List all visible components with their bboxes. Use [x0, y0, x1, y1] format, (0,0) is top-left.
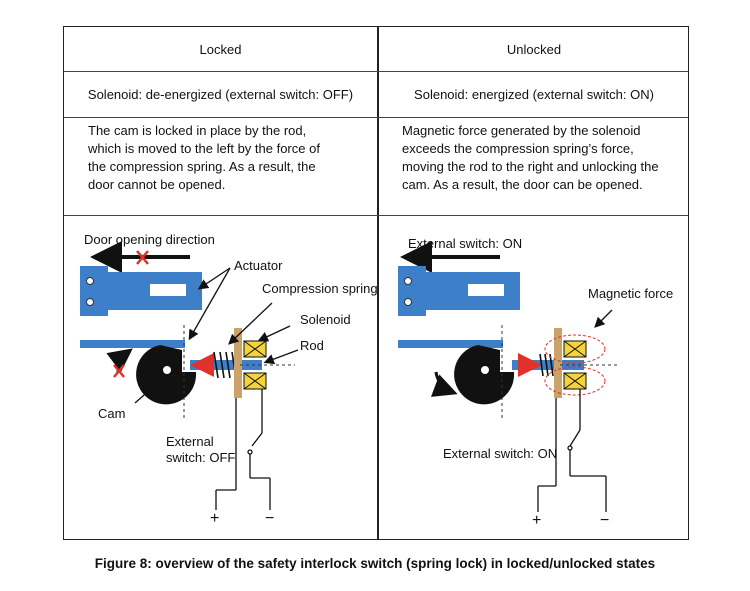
- cam-blocked-x-icon: [113, 364, 125, 378]
- locked-description: The cam is locked in place by the rod, w…: [88, 122, 320, 194]
- cam-rotation-arrow: [430, 371, 458, 397]
- external-switch-off-line: switch: OFF: [166, 450, 236, 465]
- locked-diagram: [80, 241, 299, 510]
- row-divider: [64, 71, 688, 72]
- cam: [454, 345, 515, 405]
- locked-solenoid-state: Solenoid: de-energized (external switch:…: [87, 87, 354, 102]
- unlocked-diagram: [398, 241, 620, 512]
- actuator-arm: [80, 340, 185, 348]
- unlocked-description-line: moving the rod to the right and unlockin…: [402, 159, 659, 174]
- solenoid: [234, 328, 267, 398]
- external-switch-off-line: External: [166, 434, 214, 449]
- actuator-label: Actuator: [234, 258, 283, 273]
- row-divider: [64, 117, 688, 118]
- locked-description-line: The cam is locked in place by the rod,: [88, 123, 307, 138]
- unlocked-description-line: exceeds the compression spring’s force,: [402, 141, 634, 156]
- external-switch-on-bottom-label: External switch: ON: [443, 446, 558, 461]
- solenoid-label: Solenoid: [300, 312, 351, 327]
- actuator-plate: [80, 266, 202, 316]
- actuator-plate: [398, 266, 520, 316]
- locked-wiring: [215, 389, 271, 510]
- minus-terminal: −: [600, 512, 610, 529]
- unlocked-header: Unlocked: [506, 42, 562, 57]
- locked-description-line: door cannot be opened.: [88, 177, 226, 192]
- locked-header: Locked: [199, 42, 242, 57]
- plus-terminal: +: [532, 512, 542, 529]
- diagram-table: Locked Unlocked Solenoid: de-energized (…: [63, 26, 689, 540]
- unlocked-description-line: cam. As a result, the door can be opened…: [402, 177, 643, 192]
- plus-terminal: +: [210, 510, 220, 527]
- unlocked-description: Magnetic force generated by the solenoid…: [402, 122, 659, 194]
- locked-description-line: the compression spring. As a result, the: [88, 159, 316, 174]
- cam-label: Cam: [98, 406, 126, 421]
- actuator-arm: [398, 340, 503, 348]
- unlocked-wiring: [537, 389, 607, 512]
- door-opening-direction-label: Door opening direction: [84, 232, 215, 247]
- solenoid: [554, 328, 587, 398]
- compression-spring-label: Compression spring: [262, 281, 378, 296]
- cam: [136, 345, 197, 405]
- figure-caption: Figure 8: overview of the safety interlo…: [94, 556, 656, 571]
- magnetic-field-lines: [544, 334, 606, 396]
- unlocked-description-line: Magnetic force generated by the solenoid: [402, 123, 641, 138]
- rod-label: Rod: [300, 338, 324, 353]
- unlocked-solenoid-state: Solenoid: energized (external switch: ON…: [414, 87, 654, 102]
- rod: [190, 360, 262, 370]
- row-divider: [64, 215, 688, 216]
- blocked-x-icon: [136, 250, 149, 265]
- compression-spring: [213, 351, 237, 379]
- column-divider: [377, 27, 379, 539]
- rod: [512, 360, 584, 370]
- locked-description-line: which is moved to the left by the force …: [88, 141, 320, 156]
- external-switch-on-label: External switch: ON: [408, 236, 523, 251]
- magnetic-force-label: Magnetic force: [588, 286, 674, 301]
- external-switch-off-label: External switch: OFF: [166, 434, 235, 466]
- minus-terminal: −: [265, 510, 275, 527]
